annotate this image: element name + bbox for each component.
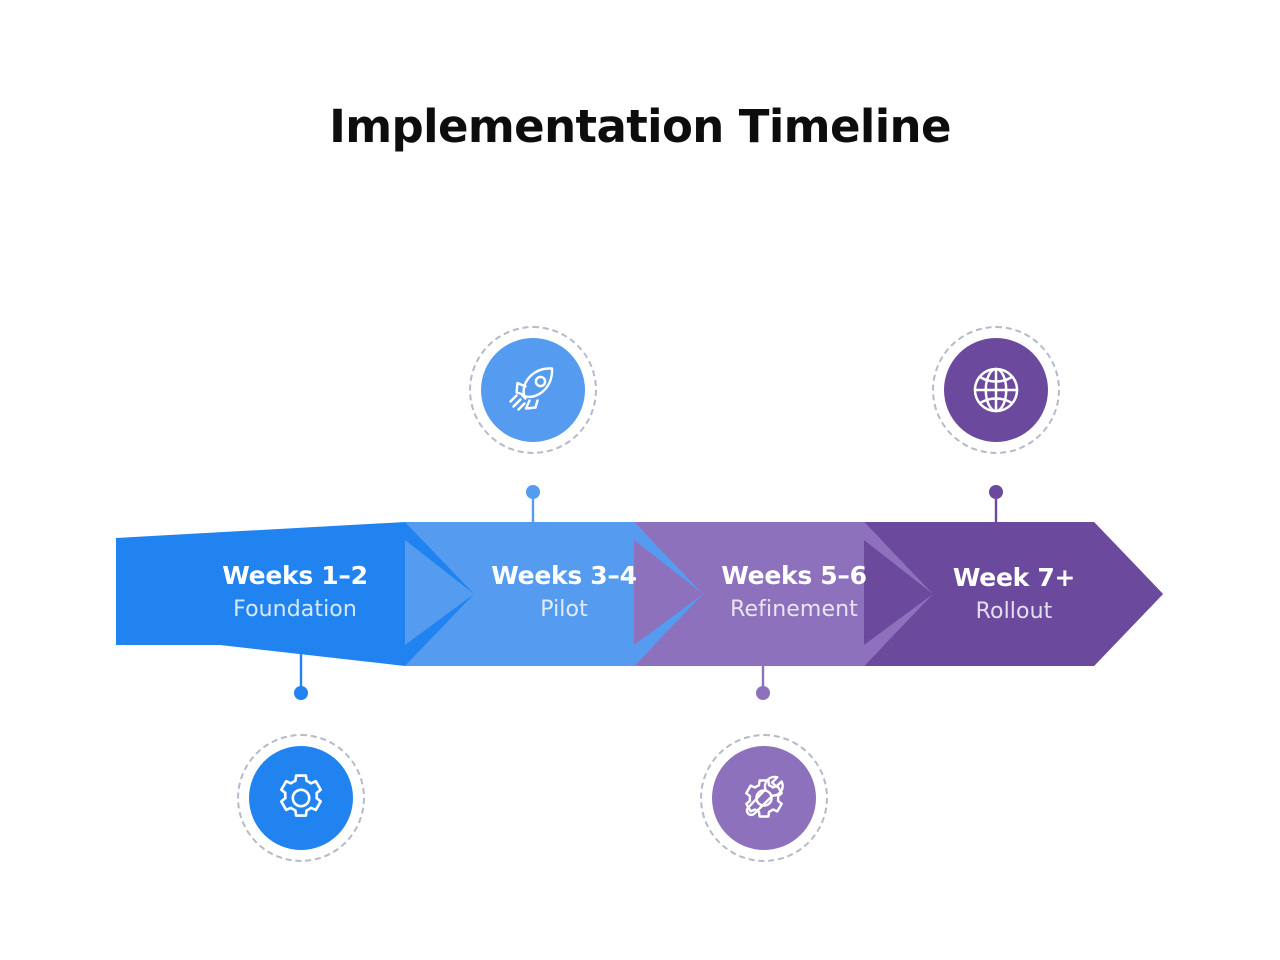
badge-gear[interactable] bbox=[249, 746, 353, 850]
gear-icon bbox=[280, 774, 322, 817]
badge-wrapper-foundation bbox=[237, 734, 365, 862]
badge-gear-wrench[interactable] bbox=[712, 746, 816, 850]
badge-dashed-ring-3 bbox=[700, 734, 828, 862]
rocket-icon bbox=[509, 367, 554, 411]
arrow-head-4 bbox=[1094, 522, 1163, 666]
badge-wrapper-pilot bbox=[469, 326, 597, 454]
badge-wrapper-rollout bbox=[932, 326, 1060, 454]
page-title: Implementation Timeline bbox=[329, 100, 951, 153]
connector-dot-2 bbox=[526, 485, 540, 499]
badge-wrapper-refinement bbox=[700, 734, 828, 862]
arrow-notch-2 bbox=[405, 540, 474, 645]
connector-dot-1 bbox=[294, 686, 308, 700]
connector-dot-4 bbox=[989, 485, 1003, 499]
arrow-tail-1 bbox=[116, 538, 220, 645]
badge-dashed-ring-1 bbox=[237, 734, 365, 862]
badge-rocket[interactable] bbox=[481, 338, 585, 442]
badge-dashed-ring-2 bbox=[469, 326, 597, 454]
globe-icon bbox=[973, 367, 1019, 413]
arrow-notch-4 bbox=[864, 540, 933, 645]
badge-globe[interactable] bbox=[944, 338, 1048, 442]
arrow-notch-3 bbox=[634, 540, 703, 645]
badge-dashed-ring-4 bbox=[932, 326, 1060, 454]
gear-wrench-icon bbox=[745, 775, 784, 818]
connector-dot-3 bbox=[756, 686, 770, 700]
